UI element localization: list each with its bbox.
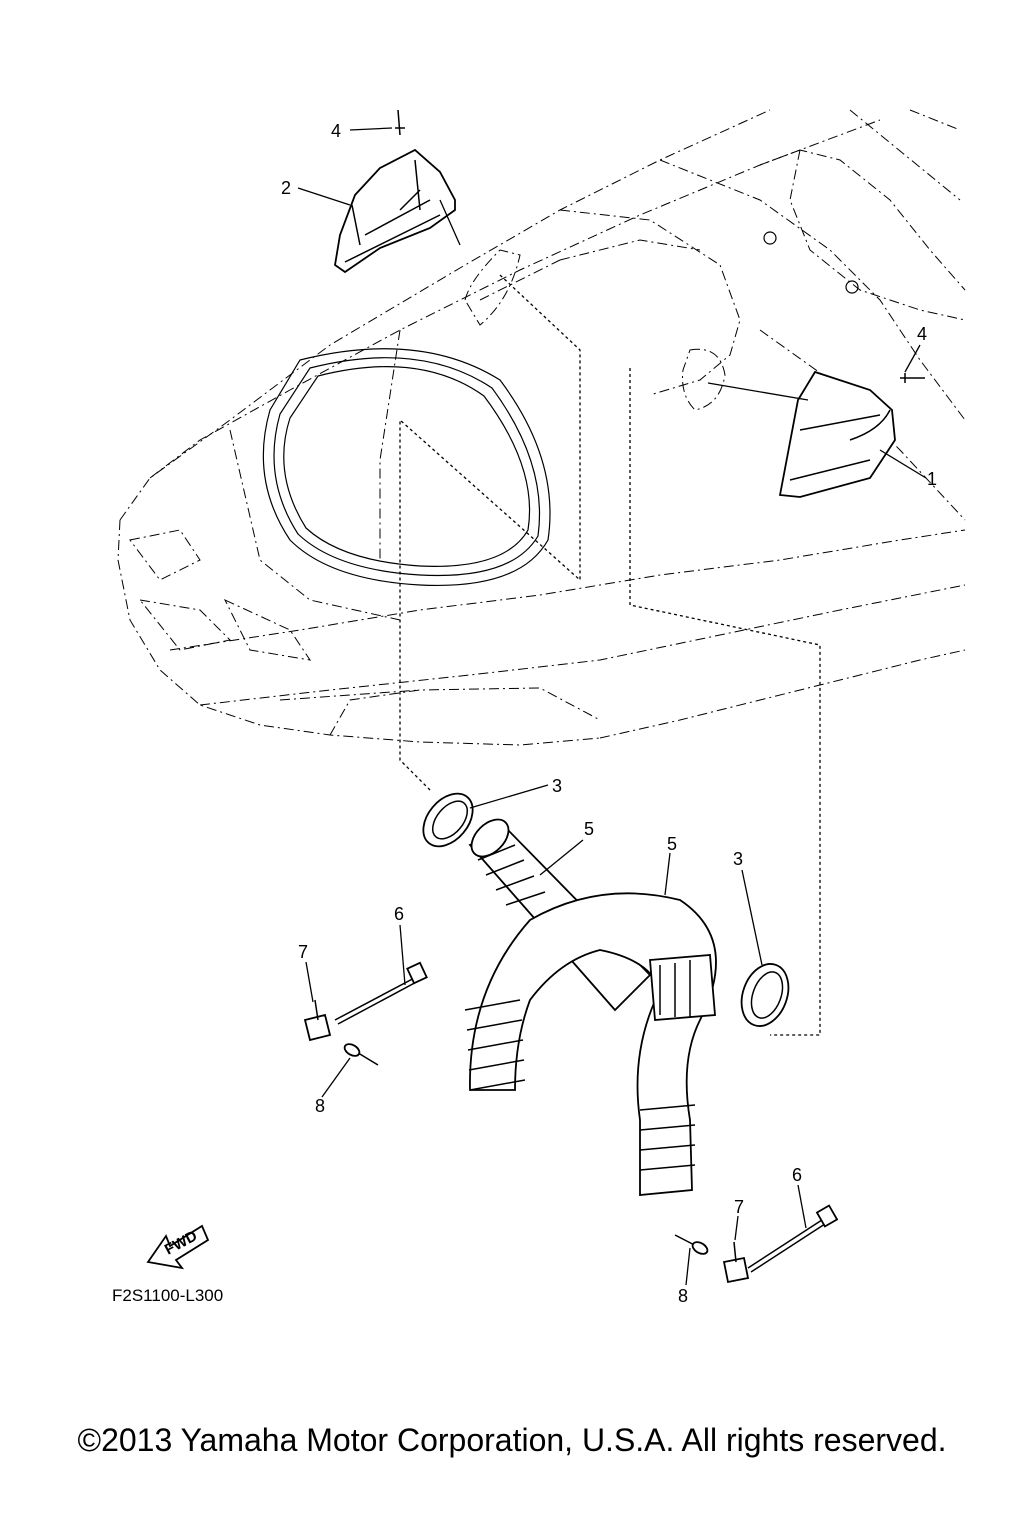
cable-tie-part-6b: [747, 1204, 839, 1273]
clamp-part-7b: [722, 1241, 750, 1284]
cable-tie-part-6a: [334, 961, 428, 1025]
callout-8-right: 8: [678, 1286, 689, 1306]
callout-1: 1: [927, 469, 938, 489]
callout-3-right: 3: [733, 849, 744, 869]
leader-lines: [297, 127, 927, 1286]
fwd-arrow: FWD: [146, 1224, 210, 1270]
duct-cover-part-1: [778, 370, 896, 498]
bolt-part-4b: [900, 373, 925, 383]
bolt-part-4a: [395, 109, 405, 136]
callout-8-left: 8: [315, 1096, 326, 1116]
grommet-part-3b: [740, 963, 790, 1027]
callout-5-right: 5: [667, 834, 678, 854]
duct-cover-part-2: [334, 148, 456, 274]
hatch-opening: [262, 348, 551, 587]
callout-2: 2: [281, 178, 292, 198]
rivet-part-8a: [343, 1043, 379, 1066]
copyright-notice: ©2013 Yamaha Motor Corporation, U.S.A. A…: [77, 1422, 947, 1458]
grommet-part-3a: [422, 792, 474, 848]
rivet-part-8b: [674, 1234, 709, 1255]
callout-3-left: 3: [552, 776, 563, 796]
callout-7-right: 7: [734, 1197, 745, 1217]
hull-outline: [117, 109, 966, 746]
callout-5-left: 5: [584, 819, 595, 839]
alignment-lines: [399, 274, 821, 1036]
callout-6-right: 6: [792, 1165, 803, 1185]
callout-6-left: 6: [394, 904, 405, 924]
callout-4-top: 4: [331, 121, 342, 141]
clamp-part-7a: [303, 999, 332, 1042]
hose-part-5b: [464, 892, 717, 1196]
callout-4-right: 4: [917, 324, 928, 344]
callout-7-left: 7: [298, 942, 309, 962]
diagram-code: F2S1100-L300: [112, 1286, 224, 1305]
